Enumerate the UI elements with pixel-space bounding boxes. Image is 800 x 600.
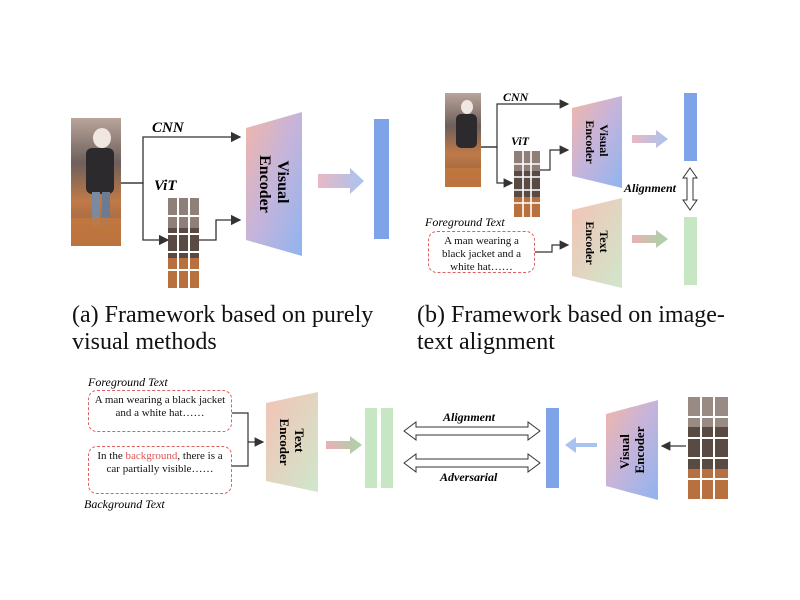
text-feature-bar-b	[684, 217, 697, 285]
visual-encoder-c	[606, 400, 658, 500]
text-encoder-label-c: Text Encoder	[277, 419, 307, 466]
vit-label-b: ViT	[511, 134, 530, 148]
patch-grid-b	[514, 151, 540, 217]
background-text-box-c: In the background, there is a car partia…	[88, 446, 232, 494]
visual-encoder-label-c: Visual Encoder	[617, 426, 647, 473]
panel-c: Foreground Text Background Text Text Enc…	[84, 375, 728, 511]
alignment-label-b: Alignment	[623, 181, 677, 195]
visual-feature-bar-b	[684, 93, 697, 161]
background-text-pre-c: In the	[97, 450, 126, 462]
person-photo-a	[71, 118, 121, 246]
caption-a: (a) Framework based on purely visual met…	[72, 302, 374, 355]
foreground-feature-bar-c	[365, 408, 377, 488]
feature-arrow-a	[318, 168, 364, 194]
foreground-text-box-b: A man wearing a black jacket and a white…	[428, 231, 535, 273]
adversarial-arrow-c	[403, 453, 541, 473]
cnn-label-a: CNN	[152, 120, 185, 136]
patch-grid-c	[688, 397, 728, 499]
foreground-text-b: A man wearing a black jacket and a white…	[441, 235, 522, 273]
foreground-text-c: A man wearing a black jacket and a white…	[94, 394, 226, 419]
panel-b: CNN ViT Visual Encoder Alignment Foregro…	[424, 90, 698, 288]
foreground-title-b: Foreground Text	[424, 215, 505, 229]
alignment-label-c: Alignment	[442, 410, 496, 424]
text-encoder-label-b: Text Encoder	[583, 221, 611, 265]
feature-arrow-b-visual	[632, 130, 668, 148]
alignment-arrow-c	[403, 421, 541, 441]
visual-feature-bar-a	[374, 119, 389, 239]
person-photo-b	[445, 93, 481, 187]
visual-encoder-label-a: Visual Encoder	[256, 155, 291, 213]
feature-arrow-c-text	[326, 436, 362, 454]
visual-feature-bar-c	[546, 408, 559, 488]
feature-arrow-c-visual	[565, 437, 597, 453]
text-encoder-c	[266, 392, 318, 492]
text-encoder-b	[572, 198, 622, 288]
foreground-text-box-c: A man wearing a black jacket and a white…	[88, 390, 232, 432]
visual-encoder-b	[572, 96, 622, 188]
foreground-title-c: Foreground Text	[87, 375, 168, 389]
patch-grid-a	[168, 198, 199, 288]
caption-b: (b) Framework based on image- text align…	[417, 302, 725, 355]
visual-encoder-label-b: Visual Encoder	[583, 120, 611, 164]
cnn-label-b: CNN	[503, 90, 530, 104]
panel-a: CNN ViT Visual Encoder	[71, 112, 389, 288]
alignment-arrow-b	[682, 167, 698, 211]
feature-arrow-b-text	[632, 230, 668, 248]
adversarial-label-c: Adversarial	[439, 470, 498, 484]
background-text-post-c: , there is a car partially visible……	[106, 450, 223, 475]
background-highlight-c: background	[125, 450, 178, 462]
visual-encoder-a	[246, 112, 302, 256]
background-title-c: Background Text	[84, 497, 165, 511]
vit-label-a: ViT	[154, 178, 177, 194]
background-feature-bar-c	[381, 408, 393, 488]
